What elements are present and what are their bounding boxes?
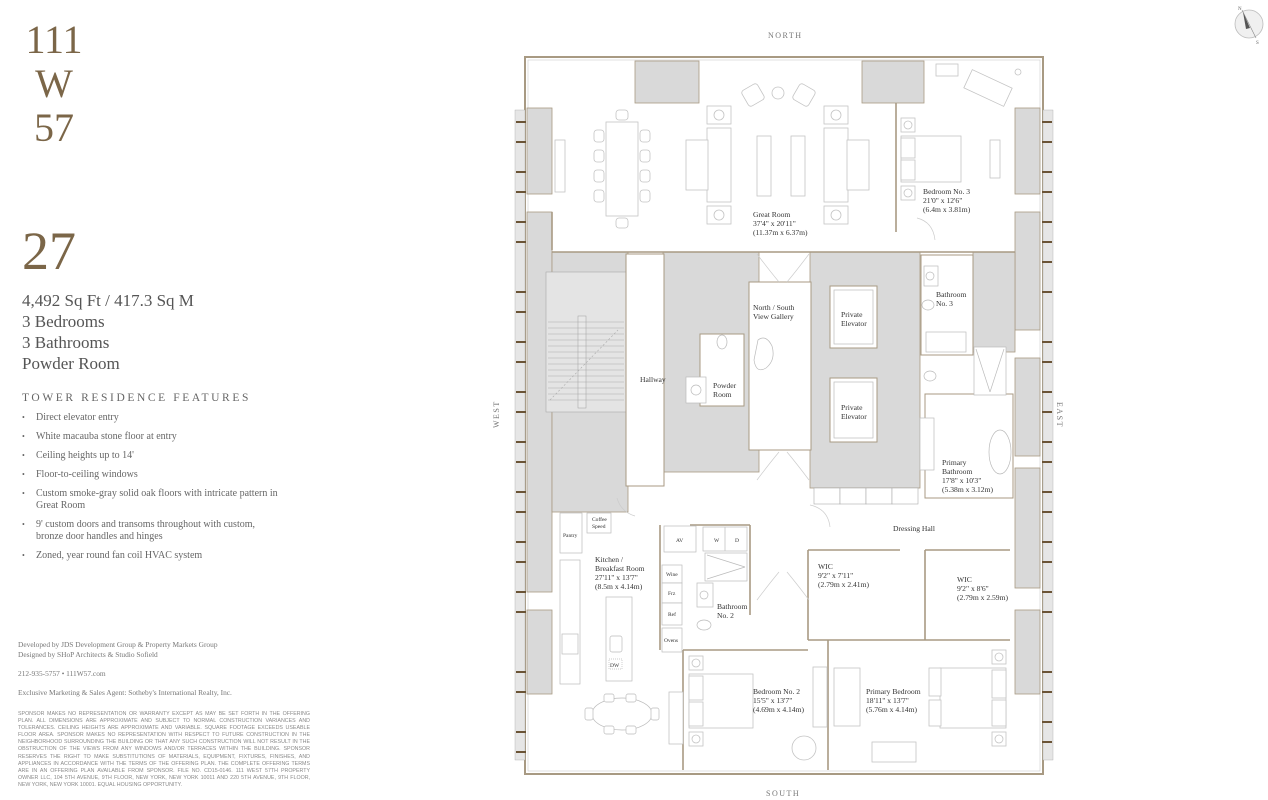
svg-text:DW: DW	[610, 663, 620, 669]
svg-text:Bedroom No. 3: Bedroom No. 3	[923, 187, 970, 196]
feature-item: Custom smoke-gray solid oak floors with …	[22, 488, 282, 512]
feature-item: Direct elevator entry	[22, 412, 282, 424]
legal-disclaimer: Sponsor makes no representation or warra…	[18, 711, 310, 788]
svg-text:Private: Private	[841, 403, 863, 412]
kitchen-fixtures	[559, 512, 748, 745]
mullions	[516, 121, 1052, 753]
svg-text:(8.5m x 4.14m): (8.5m x 4.14m)	[595, 582, 643, 591]
unit-number: 27	[22, 221, 76, 281]
svg-text:17'8" x 10'3": 17'8" x 10'3"	[942, 476, 981, 485]
svg-text:Dressing Hall: Dressing Hall	[893, 524, 935, 533]
feature-item: Floor-to-ceiling windows	[22, 469, 282, 481]
svg-text:Great Room: Great Room	[753, 210, 790, 219]
svg-text:Room: Room	[713, 390, 732, 399]
unit-bedrooms: 3 Bedrooms	[22, 312, 105, 331]
svg-text:Kitchen /: Kitchen /	[595, 555, 624, 564]
svg-text:D: D	[735, 538, 739, 544]
svg-text:15'5" x 13'7": 15'5" x 13'7"	[753, 696, 792, 705]
features-title: TOWER RESIDENCE FEATURES	[22, 392, 251, 404]
unit-area: 4,492 Sq Ft / 417.3 Sq M	[22, 291, 194, 310]
svg-text:S: S	[1256, 41, 1259, 46]
unit-specs: 4,492 Sq Ft / 417.3 Sq M 3 Bedrooms 3 Ba…	[22, 290, 194, 374]
svg-text:Ref: Ref	[668, 611, 676, 618]
credits: Developed by JDS Development Group & Pro…	[18, 640, 318, 707]
svg-text:Primary Bedroom: Primary Bedroom	[866, 687, 921, 696]
staircase	[545, 271, 627, 413]
dressing-cabinets	[813, 487, 919, 505]
svg-text:9'2" x 8'6": 9'2" x 8'6"	[957, 584, 989, 593]
svg-text:Primary: Primary	[942, 458, 967, 467]
svg-text:Breakfast Room: Breakfast Room	[595, 564, 645, 573]
svg-text:Speed: Speed	[592, 524, 606, 530]
brand-line-1: 111	[25, 17, 83, 62]
svg-text:W: W	[714, 538, 720, 544]
svg-text:27'11" x 13'7": 27'11" x 13'7"	[595, 573, 638, 582]
svg-text:Bedroom No. 2: Bedroom No. 2	[753, 687, 800, 696]
svg-text:Ovens: Ovens	[664, 638, 678, 644]
west-facade	[514, 109, 526, 761]
svg-text:Coffee: Coffee	[592, 516, 607, 523]
svg-text:Bathroom: Bathroom	[942, 467, 972, 476]
svg-text:Bathroom: Bathroom	[936, 290, 966, 299]
svg-text:N: N	[1238, 7, 1242, 12]
feature-item: 9' custom doors and transoms throughout …	[22, 519, 282, 543]
agent-credit: Exclusive Marketing & Sales Agent: Sothe…	[18, 688, 232, 697]
svg-text:(4.69m x 4.14m): (4.69m x 4.14m)	[753, 705, 805, 714]
compass-rose-icon: N S	[1234, 7, 1264, 46]
svg-text:37'4" x 20'11": 37'4" x 20'11"	[753, 219, 796, 228]
unit-bathrooms: 3 Bathrooms	[22, 333, 110, 352]
svg-text:(2.79m x 2.41m): (2.79m x 2.41m)	[818, 580, 870, 589]
east-facade	[1042, 109, 1054, 761]
brand-logo: 111 W 57	[14, 18, 94, 150]
south-label: SOUTH	[766, 789, 801, 798]
doors	[616, 217, 936, 601]
svg-text:Elevator: Elevator	[841, 319, 867, 328]
svg-text:21'0" x 12'6": 21'0" x 12'6"	[923, 196, 962, 205]
feature-item: White macauba stone floor at entry	[22, 431, 282, 443]
svg-text:WIC: WIC	[818, 562, 833, 571]
svg-text:(5.76m x 4.14m): (5.76m x 4.14m)	[866, 705, 918, 714]
unit-extra: Powder Room	[22, 354, 120, 373]
svg-text:9'2" x 7'11": 9'2" x 7'11"	[818, 571, 853, 580]
svg-text:AV: AV	[676, 538, 683, 544]
svg-text:Powder: Powder	[713, 381, 737, 390]
svg-text:(11.37m x 6.37m): (11.37m x 6.37m)	[753, 228, 808, 237]
svg-text:(6.4m x 3.81m): (6.4m x 3.81m)	[923, 205, 971, 214]
bedroom3-furniture	[900, 63, 1022, 201]
feature-item: Ceiling heights up to 14'	[22, 450, 282, 462]
svg-text:18'11" x 13'7": 18'11" x 13'7"	[866, 696, 909, 705]
south-bedroom-furniture	[688, 649, 1007, 763]
features-list: Direct elevator entry White macauba ston…	[22, 412, 282, 569]
interior-walls	[551, 103, 1015, 770]
svg-text:WIC: WIC	[957, 575, 972, 584]
svg-text:Private: Private	[841, 310, 863, 319]
feature-item: Zoned, year round fan coil HVAC system	[22, 550, 282, 562]
svg-text:(2.79m x 2.59m): (2.79m x 2.59m)	[957, 593, 1009, 602]
bath-fixtures	[685, 265, 1012, 475]
contact-info: 212-935-5757 • 111W57.com	[18, 669, 106, 678]
svg-text:Hallway: Hallway	[640, 375, 666, 384]
elevator-cabs	[833, 289, 874, 439]
svg-text:No. 2: No. 2	[717, 611, 734, 620]
svg-text:Frz: Frz	[668, 591, 676, 597]
svg-text:North / South: North / South	[753, 303, 795, 312]
brand-line-3: 57	[34, 105, 74, 150]
svg-text:No. 3: No. 3	[936, 299, 953, 308]
room-labels: Great Room 37'4" x 20'11" (11.37m x 6.37…	[563, 187, 1009, 714]
north-label: NORTH	[768, 31, 803, 40]
brand-line-2: W	[35, 61, 73, 106]
svg-text:Pantry: Pantry	[563, 533, 578, 539]
svg-text:Wine: Wine	[666, 572, 678, 578]
svg-text:Bathroom: Bathroom	[717, 602, 747, 611]
developer-credit: Developed by JDS Development Group & Pro…	[18, 640, 218, 649]
svg-text:(5.38m x 3.12m): (5.38m x 3.12m)	[942, 485, 994, 494]
svg-text:View Gallery: View Gallery	[753, 312, 794, 321]
designer-credit: Designed by SHoP Architects & Studio Sof…	[18, 650, 158, 659]
great-room-furniture	[554, 83, 870, 229]
svg-text:Elevator: Elevator	[841, 412, 867, 421]
